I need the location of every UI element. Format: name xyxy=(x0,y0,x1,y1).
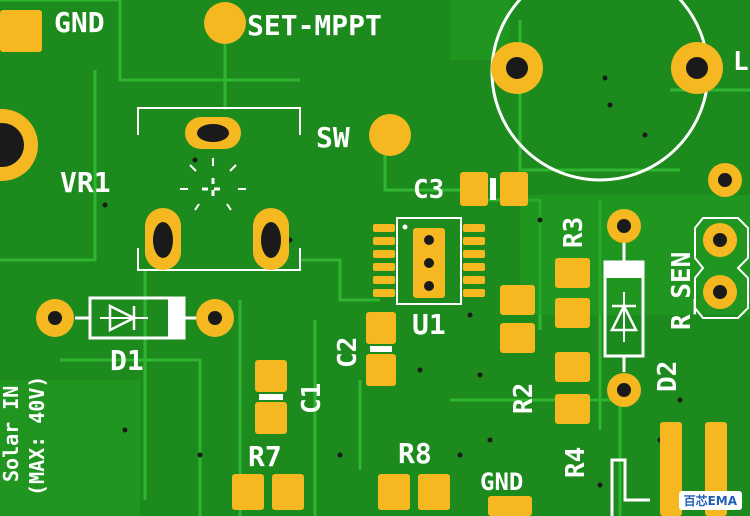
gnd-pad-top xyxy=(0,10,42,52)
set-mppt-pad xyxy=(204,2,246,44)
u1-ic xyxy=(373,217,485,305)
left-edge-hole xyxy=(0,123,24,167)
label-sw: SW xyxy=(316,121,350,154)
c2-gap xyxy=(370,346,392,352)
d2-hole-top xyxy=(617,219,631,233)
r2-pad-bottom xyxy=(500,323,535,353)
label-c1: C1 xyxy=(297,383,327,414)
c1-gap xyxy=(259,394,283,400)
label-max-voltage: (MAX: 40V) xyxy=(25,376,49,496)
bottom-right-pad-1 xyxy=(660,422,682,516)
label-solar-in: Solar IN xyxy=(0,386,23,482)
r3-pad-top xyxy=(555,258,590,288)
label-r3: R3 xyxy=(559,217,589,248)
c3-pad-right xyxy=(500,172,528,206)
r4-pad-bottom xyxy=(555,394,590,424)
label-u1: U1 xyxy=(412,308,446,341)
label-r8: R8 xyxy=(398,437,432,470)
label-set-mppt: SET-MPPT xyxy=(247,9,382,42)
r-sen-hole-2 xyxy=(713,285,727,299)
c2-pad-top xyxy=(366,312,396,344)
c3-pad-left xyxy=(460,172,488,206)
c1-pad-bottom xyxy=(255,402,287,434)
c2-pad-bottom xyxy=(366,354,396,386)
top-right-hole xyxy=(718,173,732,187)
r8-pad-right xyxy=(418,474,450,510)
label-c2: C2 xyxy=(333,337,363,368)
r2-pad-top xyxy=(500,285,535,315)
r-sen-outline xyxy=(694,217,749,319)
r4-pad-top xyxy=(555,352,590,382)
sw-pad xyxy=(369,114,411,156)
label-r7: R7 xyxy=(248,440,282,473)
r3-pad-bottom xyxy=(555,298,590,328)
label-l-partial: L xyxy=(733,47,749,77)
label-r2: R2 xyxy=(509,383,539,414)
watermark-logo: 百芯EMA xyxy=(678,491,742,510)
d2-hole-bottom xyxy=(617,383,631,397)
label-gnd-bottom: GND xyxy=(480,468,523,496)
label-c3: C3 xyxy=(413,175,444,205)
bottom-right-outline xyxy=(610,458,650,516)
r8-pad-left xyxy=(378,474,410,510)
label-r-sen: R_SEN xyxy=(667,252,697,330)
r-sen-hole-1 xyxy=(713,233,727,247)
label-gnd-top: GND xyxy=(54,6,105,39)
d1-body xyxy=(75,296,196,340)
c3-gap xyxy=(490,178,496,200)
d1-hole-right xyxy=(208,311,222,325)
gnd-pad-bottom xyxy=(488,496,532,516)
r7-pad-left xyxy=(232,474,264,510)
label-d2: D2 xyxy=(653,361,683,392)
vr1-footprint xyxy=(137,107,301,271)
label-r4: R4 xyxy=(561,447,591,478)
inductor-hole-left xyxy=(506,57,528,79)
label-vr1: VR1 xyxy=(60,166,111,199)
inductor-hole-right xyxy=(686,57,708,79)
label-d1: D1 xyxy=(110,344,144,377)
c1-pad-top xyxy=(255,360,287,392)
d2-body xyxy=(603,243,645,372)
r7-pad-right xyxy=(272,474,304,510)
d1-hole-left xyxy=(48,311,62,325)
